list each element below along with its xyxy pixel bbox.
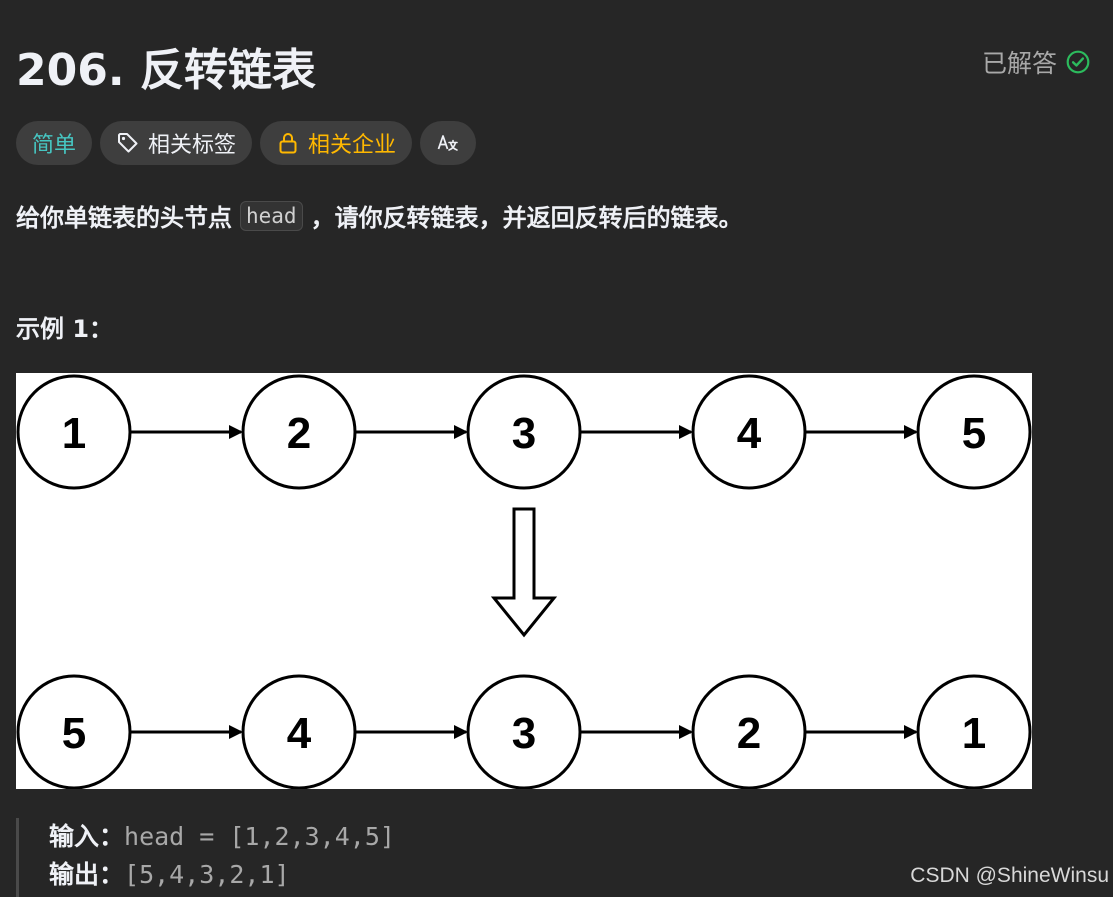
output-label: 输出：	[49, 860, 125, 889]
lock-icon	[279, 133, 297, 154]
example-diagram: 1 2 3 4 5 5 4 3 2 1	[16, 373, 1032, 789]
node-label: 2	[737, 709, 761, 758]
node-label: 1	[62, 409, 86, 458]
diagram-node	[691, 674, 807, 789]
solved-status: 已解答	[982, 44, 1091, 80]
diagram-node	[916, 674, 1032, 789]
check-circle-icon	[1066, 50, 1090, 74]
input-label: 输入：	[49, 822, 125, 851]
node-label: 5	[962, 409, 986, 458]
diagram-node	[16, 674, 132, 789]
linked-list-diagram: 1 2 3 4 5 5 4 3 2 1	[16, 374, 1032, 789]
node-label: 4	[737, 409, 762, 458]
node-label: 4	[287, 709, 312, 758]
diagram-node	[241, 374, 357, 490]
difficulty-label: 简单	[32, 133, 77, 158]
node-label: 3	[512, 709, 536, 758]
diagram-node	[16, 374, 132, 490]
diagram-node	[466, 674, 582, 789]
node-label: 3	[512, 409, 536, 458]
example-io-block: 输入： head = [1,2,3,4,5] 输出： [5,4,3,2,1]	[16, 818, 395, 897]
solved-label: 已解答	[981, 49, 1057, 78]
output-value: [5,4,3,2,1]	[124, 860, 290, 889]
description-text-before: 给你单链表的头节点	[16, 204, 232, 232]
problem-title: 206. 反转链表	[16, 45, 316, 96]
inline-code-head: head	[240, 200, 303, 231]
translate-icon	[437, 135, 458, 151]
node-label: 1	[962, 709, 986, 758]
csdn-watermark: CSDN @ShineWinsu	[910, 864, 1109, 887]
companies-label: 相关企业	[308, 133, 397, 158]
diagram-node	[466, 374, 582, 490]
tag-icon	[118, 133, 138, 153]
problem-description: 给你单链表的头节点 head ，请你反转链表，并返回反转后的链表。	[16, 198, 743, 233]
output-line: 输出： [5,4,3,2,1]	[49, 856, 395, 894]
diagram-node	[916, 374, 1032, 490]
node-label: 2	[287, 409, 311, 458]
topics-label: 相关标签	[148, 133, 237, 158]
input-line: 输入： head = [1,2,3,4,5]	[49, 818, 395, 856]
tag-row: 简单 相关标签 相关企业	[16, 121, 477, 165]
companies-button[interactable]: 相关企业	[260, 121, 413, 165]
node-label: 5	[62, 709, 86, 758]
diagram-node	[241, 674, 357, 789]
translate-button[interactable]	[420, 121, 477, 165]
input-value: head = [1,2,3,4,5]	[124, 822, 395, 851]
description-text-after: ，请你反转链表，并返回反转后的链表。	[310, 204, 743, 232]
example-title: 示例 1：	[16, 315, 114, 343]
topics-button[interactable]: 相关标签	[100, 121, 253, 165]
difficulty-badge[interactable]: 简单	[16, 121, 93, 165]
down-arrow-icon	[490, 507, 558, 638]
diagram-node	[691, 374, 807, 490]
